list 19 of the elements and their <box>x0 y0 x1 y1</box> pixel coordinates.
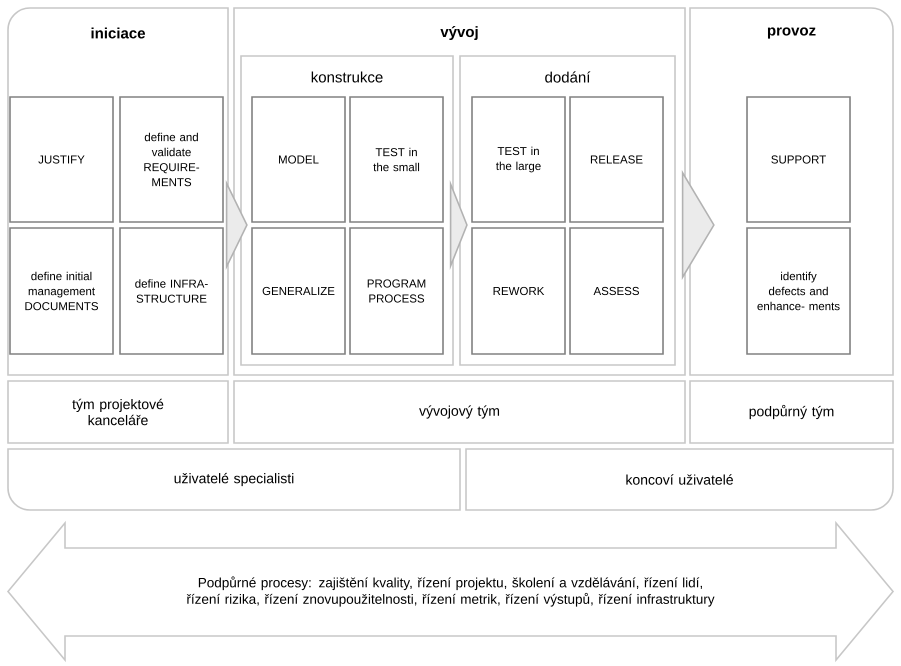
team-box: tým projektové kanceláře <box>7 380 229 444</box>
activity-box: identify defects and enhance- ments <box>746 227 851 355</box>
user-group-box: uživatelé specialisti <box>7 448 461 511</box>
activity-box: SUPPORT <box>746 96 851 223</box>
activity-box: ASSESS <box>569 227 664 355</box>
activity-box: define initial management DOCUMENTS <box>9 227 114 355</box>
user-group-box: koncoví uživatelé <box>465 448 894 511</box>
activity-box: PROGRAM PROCESS <box>349 227 444 355</box>
activity-box: define and validate REQUIRE- MENTS <box>119 96 224 223</box>
activity-box: define INFRA- STRUCTURE <box>119 227 224 355</box>
activity-box: GENERALIZE <box>251 227 346 355</box>
team-box: vývojový tým <box>233 380 686 444</box>
activity-box: TEST in the large <box>471 96 566 223</box>
activity-box: TEST in the small <box>349 96 444 223</box>
activity-box: REWORK <box>471 227 566 355</box>
activity-box: MODEL <box>251 96 346 223</box>
team-box: podpůrný tým <box>689 380 894 444</box>
activity-box: JUSTIFY <box>9 96 114 223</box>
activity-box: RELEASE <box>569 96 664 223</box>
